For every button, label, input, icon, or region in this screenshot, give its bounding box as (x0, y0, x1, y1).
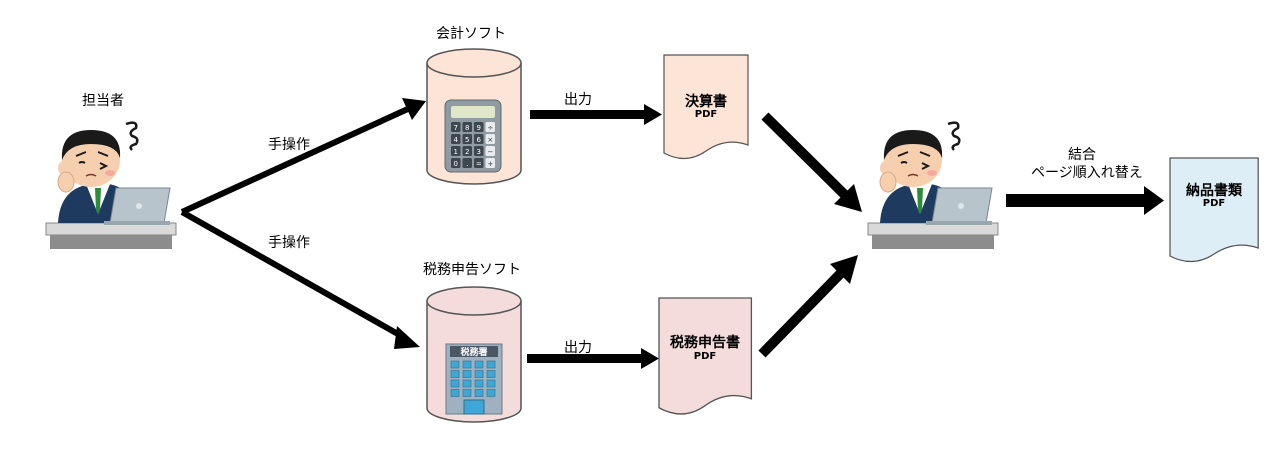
output-label-bottom: 出力 (564, 340, 592, 356)
calculator-key-label: 8 (465, 124, 469, 132)
calculator-key-label: 3 (477, 148, 481, 156)
calculator-key (462, 158, 472, 168)
output-label-top: 出力 (564, 92, 592, 108)
building-window (486, 389, 496, 397)
financial-statement-format: PDF (694, 109, 718, 120)
building-window (462, 379, 472, 388)
final-deliverable-title: 納品書類 (1186, 183, 1242, 199)
arrow-manual-top-head (402, 98, 426, 120)
arrow-doc-to-worker-top-head (834, 184, 862, 212)
arrow-manual-top (180, 105, 412, 215)
final-deliverable-document (1169, 157, 1259, 263)
manual-operation-label-top: 手操作 (268, 137, 310, 153)
building-window (474, 379, 484, 388)
arrow-output-bottom-head (641, 348, 659, 369)
calculator-key-label: . (466, 160, 468, 168)
calculator-key (451, 146, 461, 156)
building-window (462, 360, 472, 369)
calculator-key-label: × (487, 136, 493, 144)
calculator-key-label: 5 (465, 136, 469, 144)
calculator-key (485, 134, 495, 144)
calculator-key-label: ÷ (487, 124, 493, 132)
calculator-key (451, 122, 461, 132)
calculator-key (474, 146, 484, 156)
arrow-manual-bottom (180, 209, 407, 341)
tax-return-title: 税務申告書 (670, 335, 740, 351)
calculator-key (462, 134, 472, 144)
merge-label-line1: 結合 (1068, 147, 1096, 163)
calculator-key (485, 146, 495, 156)
arrow-manual-bottom-head (394, 326, 420, 349)
calculator-key-label: = (476, 160, 482, 168)
building-window (462, 370, 472, 378)
arrow-merge-head (1144, 186, 1164, 215)
calculator-key-label: 0 (454, 160, 458, 168)
worker-right-illustration (866, 121, 1000, 251)
building-window (474, 370, 484, 378)
tax-office-building-icon: 税務署 (445, 343, 503, 415)
calculator-key (451, 134, 461, 144)
calculator-key (485, 122, 495, 132)
calculator-key (462, 122, 472, 132)
arrow-doc-to-worker-top (761, 112, 850, 200)
tax-software-label: 税務申告ソフト (423, 262, 521, 278)
calculator-key-label: 1 (454, 148, 458, 156)
building-window (486, 370, 496, 378)
calculator-key (462, 146, 472, 156)
building-window (474, 389, 484, 397)
merge-label-line2: ページ順入れ替え (1031, 165, 1143, 181)
arrow-doc-to-worker-bottom-head (830, 255, 858, 284)
calculator-key-label: 2 (465, 148, 469, 156)
calculator-key (485, 158, 495, 168)
worker-left-illustration (44, 121, 178, 251)
calculator-key-label: 6 (477, 136, 482, 144)
building-window (450, 370, 460, 378)
calculator-key-label: − (487, 148, 493, 156)
building-window (450, 389, 460, 397)
calculator-key (474, 158, 484, 168)
tax-office-sign: 税務署 (460, 346, 487, 358)
calculator-key-label: 9 (477, 124, 481, 132)
final-deliverable-format: PDF (1202, 198, 1226, 209)
building-window (486, 360, 496, 369)
manual-operation-label-bottom: 手操作 (268, 235, 310, 251)
calculator-key (474, 122, 484, 132)
building-window (450, 379, 460, 388)
tax-return-format: PDF (693, 351, 717, 362)
arrow-output-bottom (527, 354, 643, 363)
arrow-doc-to-worker-bottom (758, 268, 846, 358)
arrow-merge (1006, 194, 1146, 207)
person-label: 担当者 (82, 93, 124, 109)
calculator-key-label: + (487, 160, 493, 168)
calculator-key (451, 158, 461, 168)
calculator-key-label: 4 (454, 136, 459, 144)
arrow-output-top (530, 110, 646, 119)
financial-statement-title: 決算書 (685, 94, 727, 110)
building-window (450, 360, 460, 369)
building-window (462, 389, 472, 397)
calculator-key-label: 7 (454, 124, 458, 132)
accounting-software-label: 会計ソフト (436, 26, 506, 42)
calculator-key (474, 134, 484, 144)
building-window (474, 360, 484, 369)
arrow-output-top-head (644, 104, 662, 125)
building-window (486, 379, 496, 388)
